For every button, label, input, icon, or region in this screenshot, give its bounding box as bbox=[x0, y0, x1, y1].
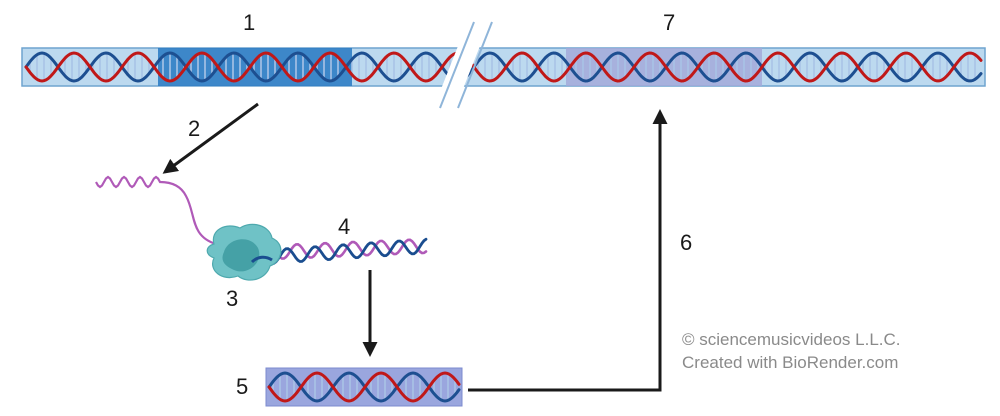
dna-copy-segment bbox=[265, 367, 463, 407]
integration-arrow bbox=[468, 109, 668, 392]
transcription-arrow bbox=[162, 102, 259, 174]
segment-double-helix bbox=[267, 371, 461, 403]
double-slash-break-icon bbox=[434, 19, 493, 111]
label-6: 6 bbox=[680, 230, 693, 255]
label-7: 7 bbox=[663, 10, 676, 35]
label-5: 5 bbox=[236, 374, 249, 399]
reverse-transcriptase-icon bbox=[206, 223, 282, 281]
chromosome-double-helix bbox=[24, 51, 983, 83]
label-3: 3 bbox=[226, 286, 239, 311]
label-1: 1 bbox=[243, 10, 256, 35]
label-2: 2 bbox=[188, 116, 201, 141]
label-4: 4 bbox=[338, 214, 351, 239]
rna-strand bbox=[95, 175, 217, 246]
insert-region-highlight bbox=[566, 48, 762, 86]
copyright-text: © sciencemusicvideos L.L.C. bbox=[682, 330, 901, 349]
created-with-text: Created with BioRender.com bbox=[682, 353, 899, 372]
chromosome-dna bbox=[21, 47, 986, 87]
